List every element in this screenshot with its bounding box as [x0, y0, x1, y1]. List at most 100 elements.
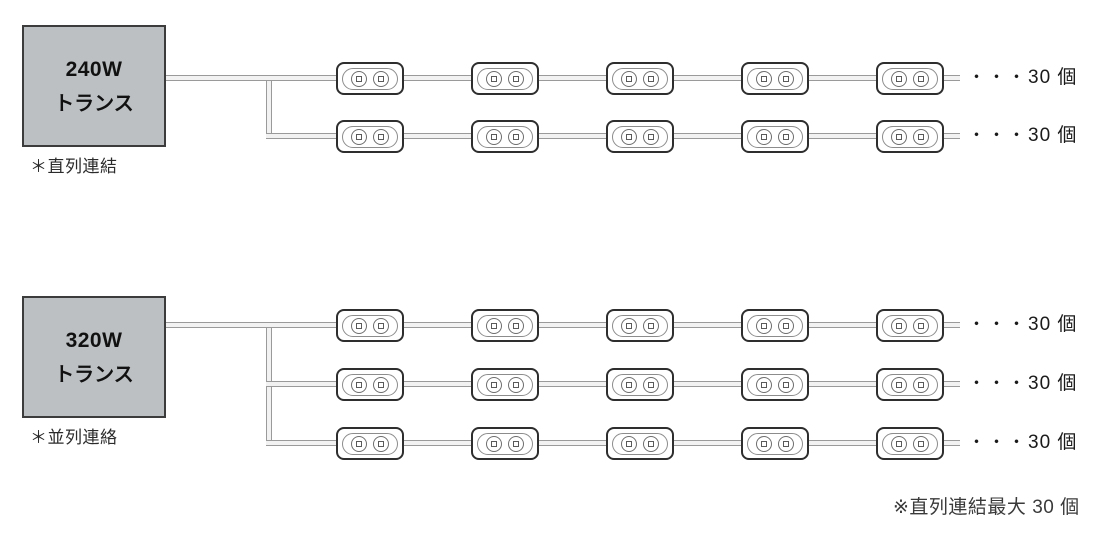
led-lens-icon	[643, 317, 659, 334]
led-chip-icon	[356, 440, 362, 447]
led-chip-icon	[356, 322, 362, 329]
led-module[interactable]	[471, 309, 539, 342]
led-module[interactable]	[876, 62, 944, 95]
led-module[interactable]	[741, 368, 809, 401]
ellipsis-dots: ・・・	[968, 433, 1028, 452]
led-lens-icon	[913, 376, 929, 393]
transformer-note-240w: ＊直列連結	[30, 157, 118, 176]
row-count-value: 30 個	[1028, 432, 1078, 453]
led-module-body	[342, 432, 398, 455]
led-module[interactable]	[741, 62, 809, 95]
led-module-body	[612, 373, 668, 396]
led-module-body	[747, 432, 803, 455]
transformer-sub-label: トランス	[54, 92, 134, 115]
led-chip-icon	[648, 75, 654, 82]
led-module[interactable]	[471, 368, 539, 401]
led-chip-icon	[626, 322, 632, 329]
led-lens-icon	[486, 317, 502, 334]
led-chip-icon	[896, 133, 902, 140]
row-count-value: 30 個	[1028, 314, 1078, 335]
led-lens-icon	[351, 376, 367, 393]
led-lens-icon	[756, 70, 772, 87]
led-lens-icon	[486, 435, 502, 452]
led-chip-icon	[491, 440, 497, 447]
feed-wire-320w	[166, 322, 272, 328]
led-module[interactable]	[741, 427, 809, 460]
led-chip-icon	[761, 322, 767, 329]
led-lens-icon	[508, 128, 524, 145]
led-lens-icon	[351, 435, 367, 452]
led-lens-icon	[373, 376, 389, 393]
led-chip-icon	[648, 440, 654, 447]
led-module[interactable]	[471, 120, 539, 153]
led-module-body	[342, 125, 398, 148]
led-chip-icon	[513, 440, 519, 447]
led-module[interactable]	[606, 427, 674, 460]
led-module-body	[747, 125, 803, 148]
led-chip-icon	[648, 322, 654, 329]
led-module-body	[747, 314, 803, 337]
led-chip-icon	[626, 133, 632, 140]
led-lens-icon	[621, 70, 637, 87]
led-lens-icon	[508, 435, 524, 452]
led-lens-icon	[913, 317, 929, 334]
led-module[interactable]	[741, 120, 809, 153]
led-module[interactable]	[876, 120, 944, 153]
led-chip-icon	[896, 75, 902, 82]
led-lens-icon	[913, 128, 929, 145]
row-count-value: 30 個	[1028, 67, 1078, 88]
led-lens-icon	[891, 317, 907, 334]
led-module[interactable]	[336, 309, 404, 342]
led-lens-icon	[891, 435, 907, 452]
led-module[interactable]	[606, 309, 674, 342]
led-chip-icon	[378, 322, 384, 329]
led-module-body	[882, 125, 938, 148]
led-module[interactable]	[606, 62, 674, 95]
row-count-value: 30 個	[1028, 373, 1078, 394]
led-module[interactable]	[336, 120, 404, 153]
led-chip-icon	[491, 75, 497, 82]
row-count-label: ・・・30 個	[968, 68, 1077, 87]
led-lens-icon	[778, 128, 794, 145]
feed-wire-240w	[166, 75, 272, 81]
led-chip-icon	[918, 440, 924, 447]
transformer-box-320w[interactable]: 320W トランス	[22, 296, 166, 418]
led-lens-icon	[373, 128, 389, 145]
led-module[interactable]	[606, 368, 674, 401]
led-chip-icon	[918, 381, 924, 388]
led-chip-icon	[626, 75, 632, 82]
led-module[interactable]	[471, 427, 539, 460]
led-module[interactable]	[336, 427, 404, 460]
led-module-body	[747, 373, 803, 396]
led-chip-icon	[783, 381, 789, 388]
row-count-label: ・・・30 個	[968, 374, 1077, 393]
led-lens-icon	[373, 70, 389, 87]
transformer-watt-label: 320W	[65, 328, 123, 352]
led-module[interactable]	[606, 120, 674, 153]
led-module[interactable]	[876, 368, 944, 401]
led-module-body	[477, 373, 533, 396]
led-lens-icon	[756, 435, 772, 452]
led-chip-icon	[356, 133, 362, 140]
led-lens-icon	[508, 317, 524, 334]
led-chip-icon	[513, 75, 519, 82]
led-module[interactable]	[471, 62, 539, 95]
led-lens-icon	[373, 435, 389, 452]
led-lens-icon	[486, 376, 502, 393]
transformer-box-240w[interactable]: 240W トランス	[22, 25, 166, 147]
led-chip-icon	[783, 322, 789, 329]
led-chip-icon	[648, 381, 654, 388]
row-count-label: ・・・30 個	[968, 315, 1077, 334]
led-module[interactable]	[336, 62, 404, 95]
led-lens-icon	[778, 435, 794, 452]
led-module[interactable]	[741, 309, 809, 342]
led-module[interactable]	[876, 427, 944, 460]
led-chip-icon	[513, 133, 519, 140]
led-lens-icon	[486, 70, 502, 87]
bus-wire-240w	[266, 75, 272, 139]
led-module[interactable]	[336, 368, 404, 401]
led-chip-icon	[491, 322, 497, 329]
led-module[interactable]	[876, 309, 944, 342]
led-lens-icon	[913, 435, 929, 452]
